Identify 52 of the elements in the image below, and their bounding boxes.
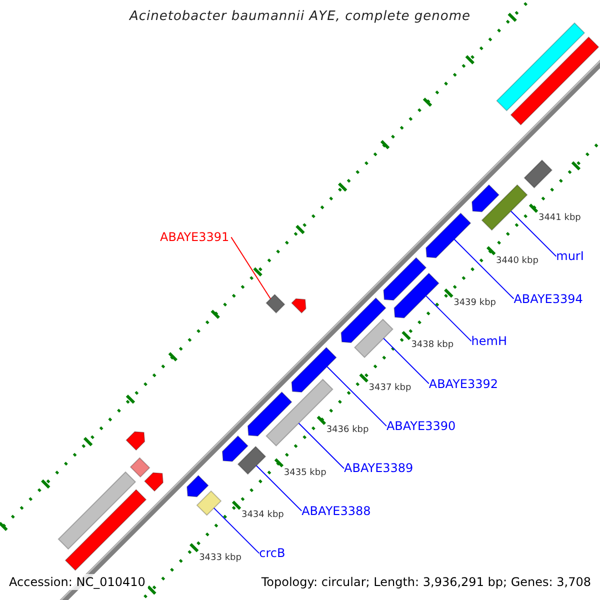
footer-text: Accession: NC_010410 <box>6 574 148 590</box>
gene-diamond <box>130 457 150 478</box>
leader-line <box>510 210 557 257</box>
gene-bar <box>481 184 528 231</box>
gene-label: murI <box>556 249 584 264</box>
gene-bar <box>524 159 553 188</box>
gene-block <box>394 272 440 318</box>
leader-line <box>326 366 387 427</box>
gene-bar <box>58 471 136 550</box>
gene-label: crcB <box>259 546 286 561</box>
gene-bar <box>196 490 222 516</box>
gene-label: ABAYE3394 <box>514 292 583 306</box>
gene-block <box>291 346 337 393</box>
scale-label: 3437 kbp <box>368 382 412 394</box>
gene-diamond <box>266 294 286 314</box>
leader-line <box>213 508 260 554</box>
gene-block <box>247 391 292 436</box>
gene-bar <box>237 446 266 475</box>
scale-label: 3441 kbp <box>538 213 581 224</box>
gene-block <box>126 431 146 451</box>
gene-label: ABAYE3391 <box>160 230 230 244</box>
gene-bar <box>510 36 600 126</box>
leader-line <box>383 338 430 384</box>
gene-label: ABAYE3390 <box>386 419 456 434</box>
gene-block <box>426 212 472 258</box>
scale-label: 3434 kbp <box>241 510 284 521</box>
gene-label: ABAYE3392 <box>428 376 498 391</box>
scale-label: 3440 kbp <box>496 256 538 266</box>
leader-line <box>230 236 271 300</box>
gene-block <box>471 184 500 212</box>
scale-label: 3436 kbp <box>326 425 369 436</box>
gene-label: ABAYE3388 <box>302 504 371 518</box>
scale-label: 3435 kbp <box>284 468 326 479</box>
scale-label: 3439 kbp <box>454 298 496 309</box>
gene-block <box>186 474 209 498</box>
gene-bar <box>64 488 147 571</box>
gene-block <box>290 298 306 314</box>
gene-block <box>340 297 386 344</box>
leader-line <box>454 238 514 300</box>
gene-label: ABAYE3389 <box>344 461 414 476</box>
gene-block <box>383 257 427 301</box>
gene-block <box>222 435 249 462</box>
scale-label: 3433 kbp <box>199 552 242 564</box>
scale-label: 3438 kbp <box>411 340 454 352</box>
gene-block <box>144 472 164 492</box>
leader-line <box>426 295 472 342</box>
leader-line <box>256 465 302 512</box>
title: Acinetobacter baumannii AYE, complete genome <box>128 9 472 25</box>
gene-bar <box>496 22 586 112</box>
leader-line <box>298 422 345 469</box>
gene-bar <box>354 318 394 358</box>
gene-label: hemH <box>471 334 507 349</box>
